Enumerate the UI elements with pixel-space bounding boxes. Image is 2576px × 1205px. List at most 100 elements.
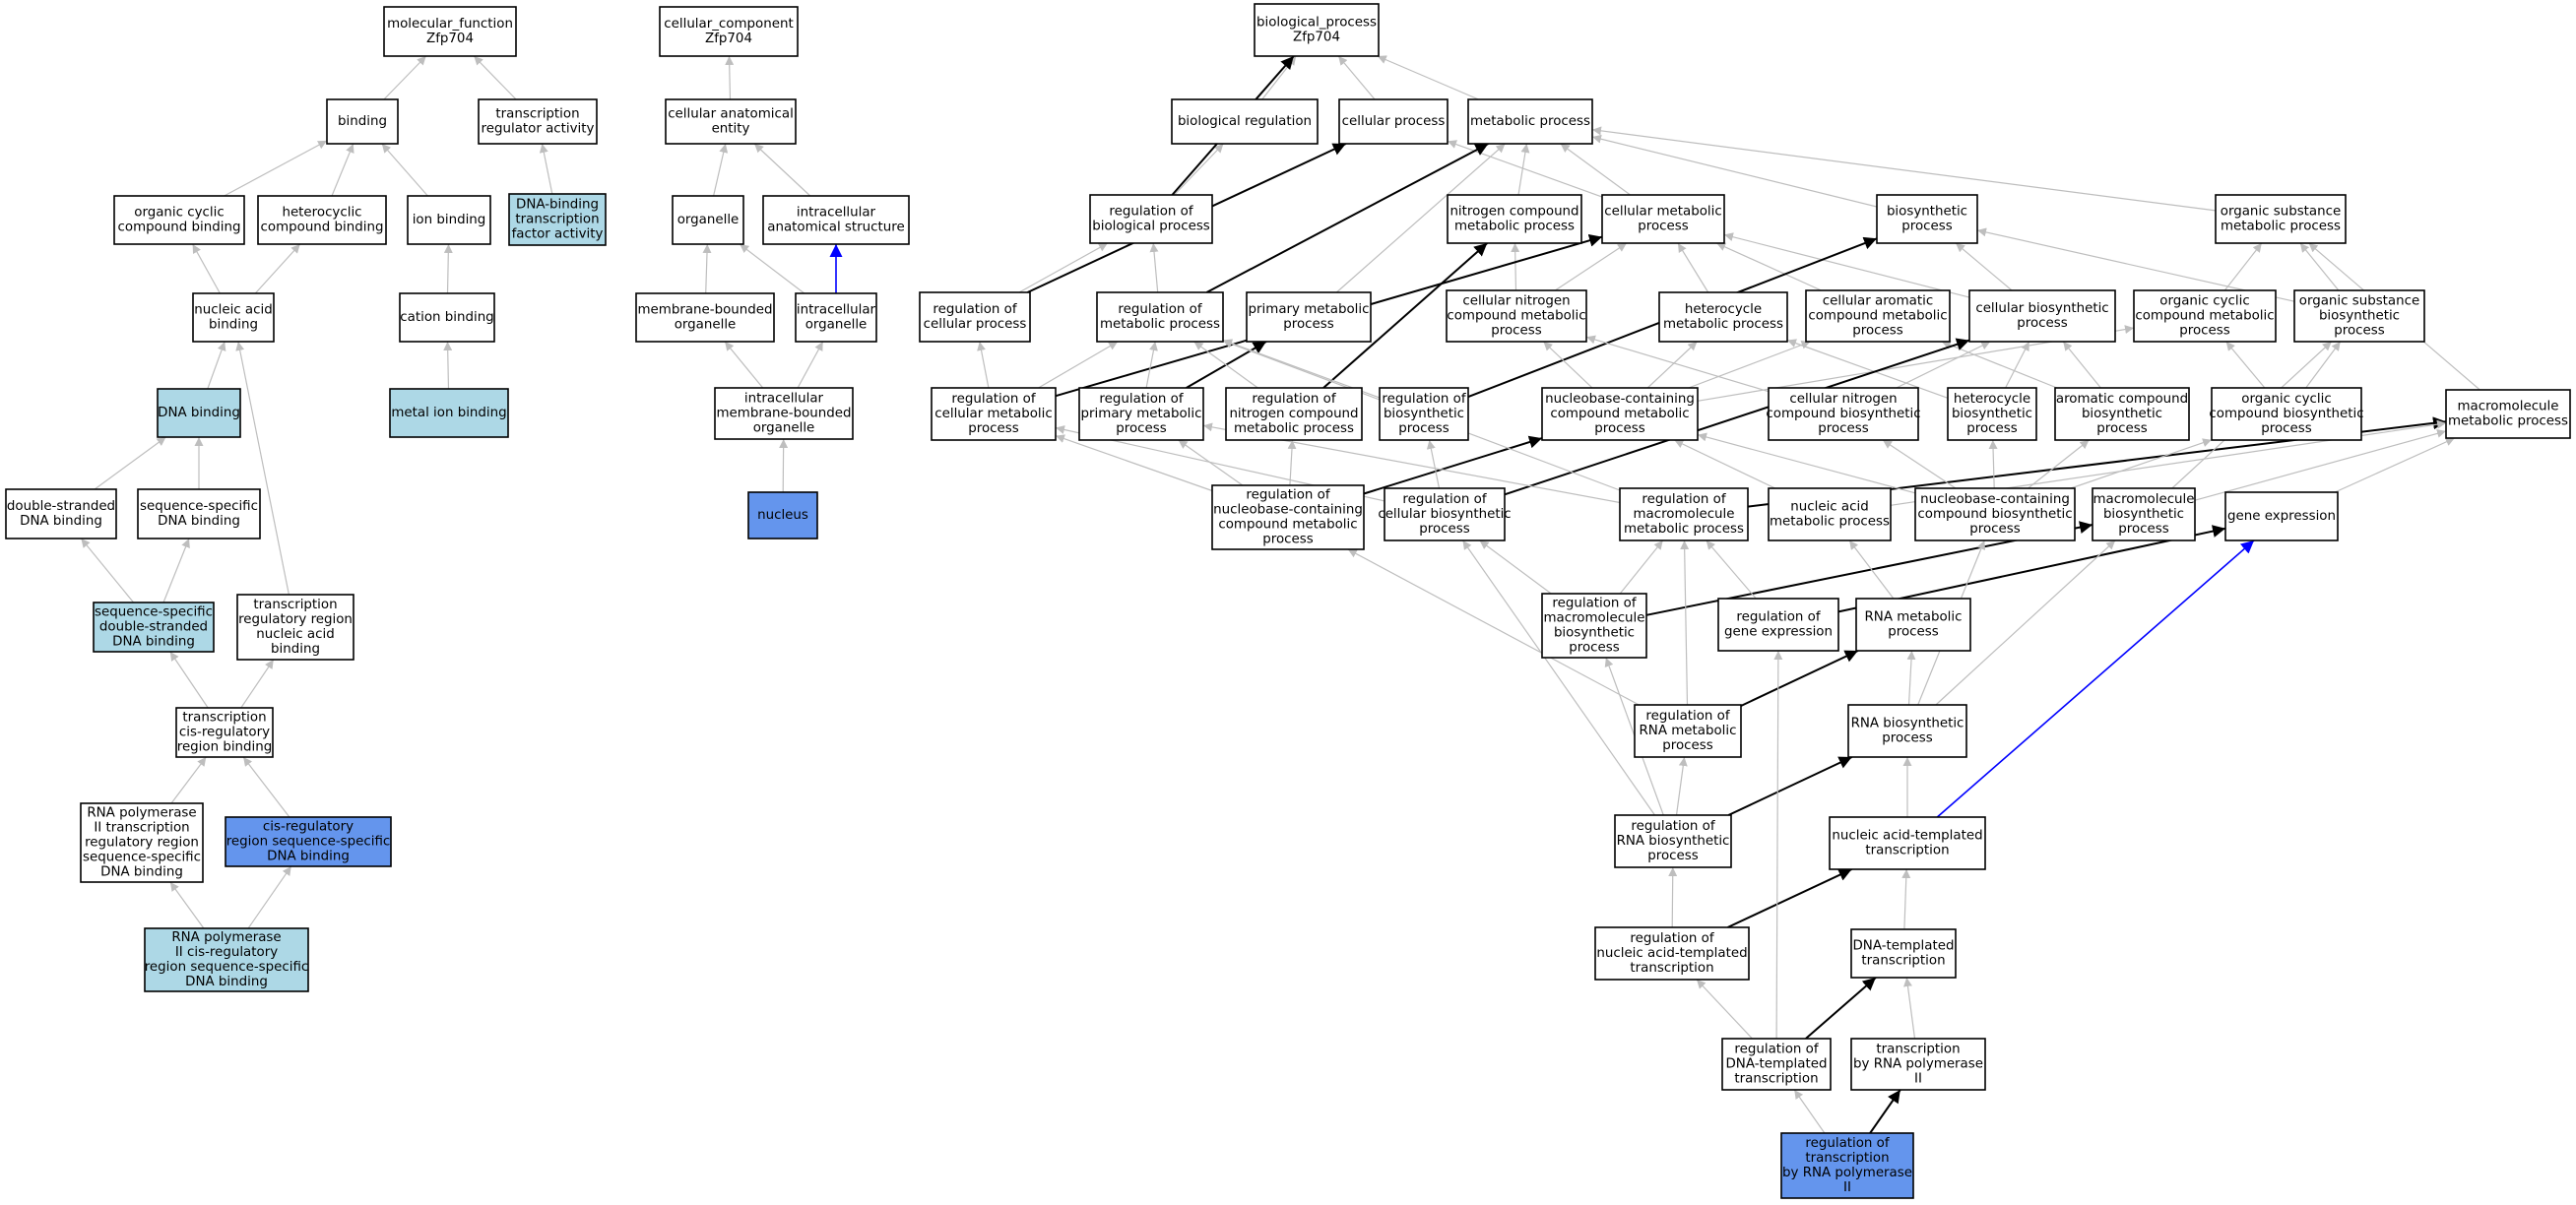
node-box[interactable] <box>1968 289 2116 343</box>
node-box[interactable] <box>2293 289 2425 343</box>
node-box[interactable] <box>1096 291 1224 343</box>
node-box[interactable] <box>1850 928 1957 979</box>
go-term-node-reg_macrobp[interactable]: regulation ofmacromoleculebiosyntheticpr… <box>1541 593 1647 659</box>
node-box[interactable] <box>1947 387 2037 441</box>
node-box[interactable] <box>1338 98 1449 145</box>
go-term-node-dna_bind[interactable]: DNA binding <box>157 388 241 438</box>
node-box[interactable] <box>1768 487 1892 541</box>
node-box[interactable] <box>1805 289 1951 343</box>
node-box[interactable] <box>326 98 399 145</box>
go-term-node-ion_bind[interactable]: ion binding <box>407 195 491 245</box>
go-term-node-cation[interactable]: cation binding <box>399 292 495 343</box>
go-term-node-organelle[interactable]: organelle <box>672 195 744 245</box>
node-box[interactable] <box>714 387 854 440</box>
node-box[interactable] <box>1446 289 1587 343</box>
node-box[interactable] <box>672 195 744 245</box>
node-box[interactable] <box>383 6 517 57</box>
node-box[interactable] <box>144 927 309 992</box>
node-box[interactable] <box>1847 704 1967 758</box>
go-term-node-cellproc[interactable]: cellular process <box>1338 98 1449 145</box>
node-box[interactable] <box>1078 387 1204 441</box>
node-box[interactable] <box>1658 291 1788 343</box>
node-box[interactable] <box>1829 816 1986 870</box>
node-box[interactable] <box>2054 387 2190 441</box>
node-box[interactable] <box>399 292 495 343</box>
node-box[interactable] <box>1721 1038 1832 1091</box>
node-box[interactable] <box>1384 487 1506 541</box>
node-box[interactable] <box>225 816 392 867</box>
node-box[interactable] <box>93 602 215 653</box>
node-box[interactable] <box>2224 491 2339 541</box>
node-box[interactable] <box>2092 487 2196 541</box>
node-box[interactable] <box>1717 598 1839 652</box>
node-box[interactable] <box>192 292 275 343</box>
node-box[interactable] <box>665 98 797 145</box>
node-box[interactable] <box>1914 487 2076 541</box>
node-box[interactable] <box>236 594 354 661</box>
node-box[interactable] <box>389 388 509 438</box>
node-box[interactable] <box>659 6 799 57</box>
node-box[interactable] <box>1467 98 1593 145</box>
node-box[interactable] <box>1379 387 1469 441</box>
node-box[interactable] <box>175 707 274 758</box>
node-box[interactable] <box>407 195 491 245</box>
node-box[interactable] <box>762 195 910 245</box>
node-box[interactable] <box>2133 289 2277 343</box>
go-term-node-metal[interactable]: metal ion binding <box>389 388 509 438</box>
node-box[interactable] <box>1780 1132 1914 1199</box>
node-box[interactable] <box>2211 387 2362 441</box>
node-box[interactable] <box>137 488 261 539</box>
node-box[interactable] <box>1089 194 1213 244</box>
node-box[interactable] <box>1246 291 1372 343</box>
node-box[interactable] <box>1541 593 1647 659</box>
node-box[interactable] <box>1855 598 1971 652</box>
node-box[interactable] <box>157 388 241 438</box>
node-box[interactable] <box>1447 194 1582 244</box>
go-term-node-nucleus[interactable]: nucleus <box>747 491 818 539</box>
node-box[interactable] <box>635 292 775 343</box>
node-box[interactable] <box>1211 484 1365 550</box>
go-term-node-binding[interactable]: binding <box>326 98 399 145</box>
node-box[interactable] <box>1634 704 1742 758</box>
